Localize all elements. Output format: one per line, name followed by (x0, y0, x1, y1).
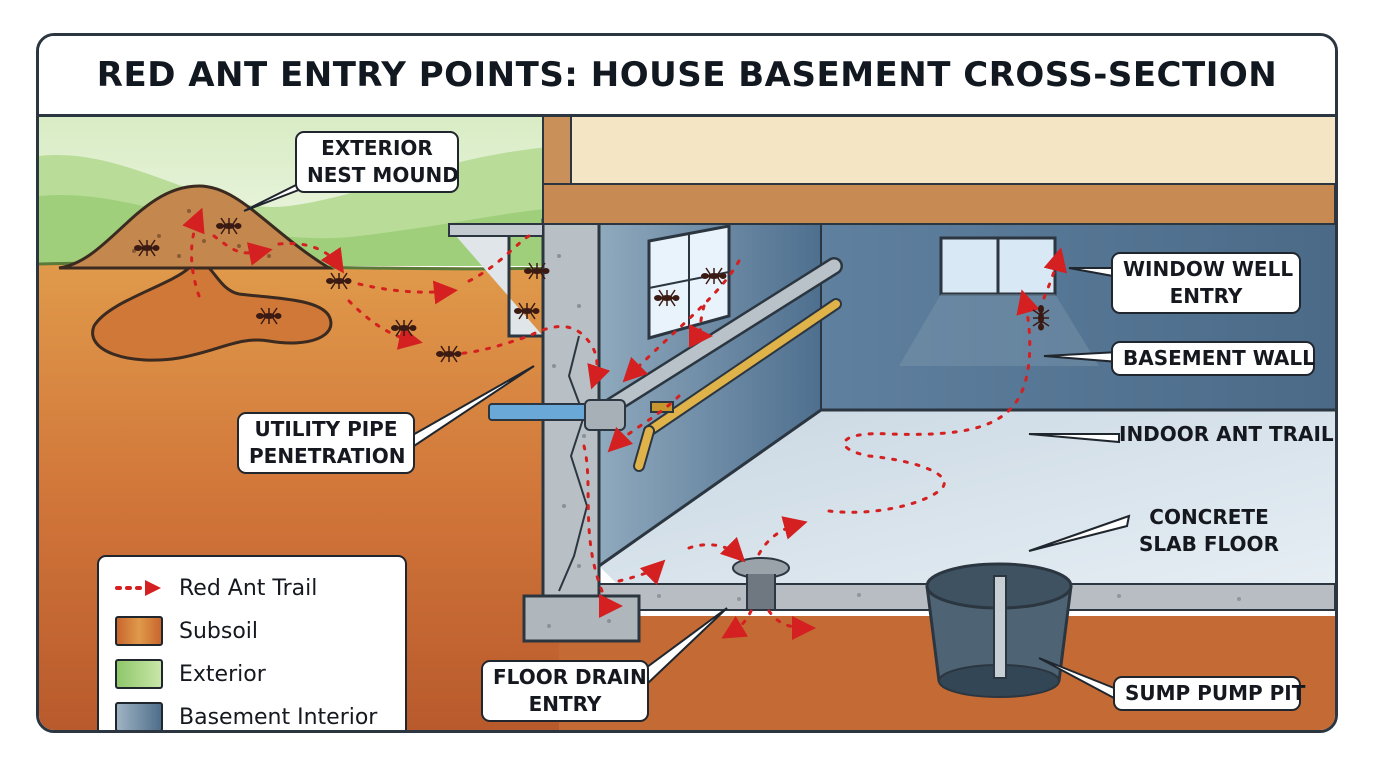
trail-side-window (622, 259, 741, 383)
slab-floor-surface (599, 410, 1335, 586)
pointer-slab (1028, 514, 1131, 552)
legend-label: Exterior (179, 661, 266, 687)
legend: Red Ant Trail Subsoil Exterior Basement … (97, 555, 407, 730)
diagram-title: RED ANT ENTRY POINTS: HOUSE BASEMENT CRO… (96, 55, 1278, 95)
label-slab-line2: SLAB FLOOR (1139, 532, 1279, 556)
utility-pipe-exterior (488, 403, 590, 421)
gray-pipe (592, 259, 841, 421)
callout-drain-line2: ENTRY (528, 692, 602, 716)
ant (436, 345, 462, 363)
ant (391, 319, 417, 337)
title-bar: RED ANT ENTRY POINTS: HOUSE BASEMENT CRO… (39, 36, 1335, 117)
trail-mound-right (212, 234, 273, 266)
gas-pipe-drop (635, 427, 653, 470)
ant (326, 272, 352, 290)
trail-from-drain (757, 516, 808, 556)
callout-pipe-line1: UTILITY PIPE (254, 417, 398, 441)
callout-nest-line2: NEST MOUND (307, 163, 459, 187)
diagram-frame: RED ANT ENTRY POINTS: HOUSE BASEMENT CRO… (36, 33, 1338, 733)
trail-underground (347, 299, 423, 350)
callout-window-line2: ENTRY (1169, 284, 1243, 308)
floor-drain-pipe (746, 574, 776, 611)
foundation-texture (547, 254, 611, 628)
ants (134, 217, 1050, 363)
underground-nest-chamber (91, 266, 333, 362)
legend-item-red-ant-trail: Red Ant Trail (115, 571, 317, 605)
label-concrete-slab-floor: CONCRETE SLAB FLOOR (1109, 504, 1309, 558)
cross-section-scene (39, 113, 1335, 730)
trail-drain-down-left (721, 609, 753, 639)
red-ant-trails (182, 207, 1068, 640)
callout-basement-wall: BASEMENT WALL (1111, 341, 1315, 376)
pointer-indoor-trail (1028, 433, 1120, 444)
sump-pump-pipe (993, 575, 1007, 679)
callout-exterior-nest-mound: EXTERIOR NEST MOUND (295, 131, 459, 193)
callout-utility-pipe-penetration: UTILITY PIPE PENETRATION (237, 412, 415, 474)
ant (524, 262, 550, 280)
ant (514, 302, 540, 320)
callout-drain-line1: FLOOR DRAIN (493, 665, 647, 689)
trail-drain-down-right (767, 609, 816, 640)
legend-label: Subsoil (179, 618, 259, 644)
callout-basement-wall-text: BASEMENT WALL (1123, 346, 1315, 370)
callout-floor-drain-entry: FLOOR DRAIN ENTRY (481, 660, 649, 722)
trail-indoor-to-window (827, 289, 1040, 514)
callout-sump-pump-pit: SUMP PUMP PIT (1113, 676, 1306, 711)
trail-nest-up (182, 207, 205, 298)
trail-crack-down (582, 444, 623, 618)
ant (701, 267, 727, 285)
legend-item-exterior: Exterior (115, 657, 266, 691)
footing (522, 594, 641, 643)
basement-back-wall (821, 220, 1335, 410)
legend-swatch-exterior (115, 659, 163, 689)
callout-nest-line1: EXTERIOR (321, 136, 433, 160)
legend-label: Basement Interior (179, 704, 378, 730)
foundation-crack (558, 335, 589, 592)
window-well-lip (448, 223, 544, 237)
floor-edge (598, 408, 1335, 568)
trail-window-well (467, 234, 531, 283)
legend-item-basement-interior: Basement Interior (115, 700, 378, 730)
legend-label: Red Ant Trail (179, 575, 318, 601)
house-siding (543, 114, 1335, 194)
callout-pointers (243, 170, 1131, 700)
gas-pipe (645, 300, 840, 435)
ant (216, 217, 242, 235)
trail-gas-pipe (607, 394, 681, 453)
label-slab-line1: CONCRETE (1149, 505, 1269, 529)
ant (256, 307, 282, 325)
ant (654, 289, 680, 307)
callout-sump-text: SUMP PUMP PIT (1125, 681, 1306, 705)
pipe-elbow (584, 399, 626, 431)
legend-trail-arrow-icon (115, 580, 161, 596)
ant (134, 239, 160, 257)
rim-joist (542, 183, 1335, 225)
ant (1032, 305, 1050, 331)
legend-item-subsoil: Subsoil (115, 614, 258, 648)
callout-pipe-line2: PENETRATION (249, 444, 406, 468)
trail-to-surface (277, 241, 344, 274)
legend-swatch-subsoil (115, 616, 163, 646)
callout-window-line1: WINDOW WELL (1123, 257, 1294, 281)
trail-window-drop (688, 304, 713, 348)
trail-to-drain (687, 536, 746, 563)
callout-window-well-entry: WINDOW WELL ENTRY (1111, 252, 1301, 314)
trail-floor-left (617, 559, 666, 586)
legend-swatch-basement-interior (115, 702, 163, 730)
window-light-beam (899, 294, 1099, 366)
trail-window-exit (1042, 247, 1068, 300)
label-indoor-ant-trail: INDOOR ANT TRAIL (1119, 422, 1334, 446)
